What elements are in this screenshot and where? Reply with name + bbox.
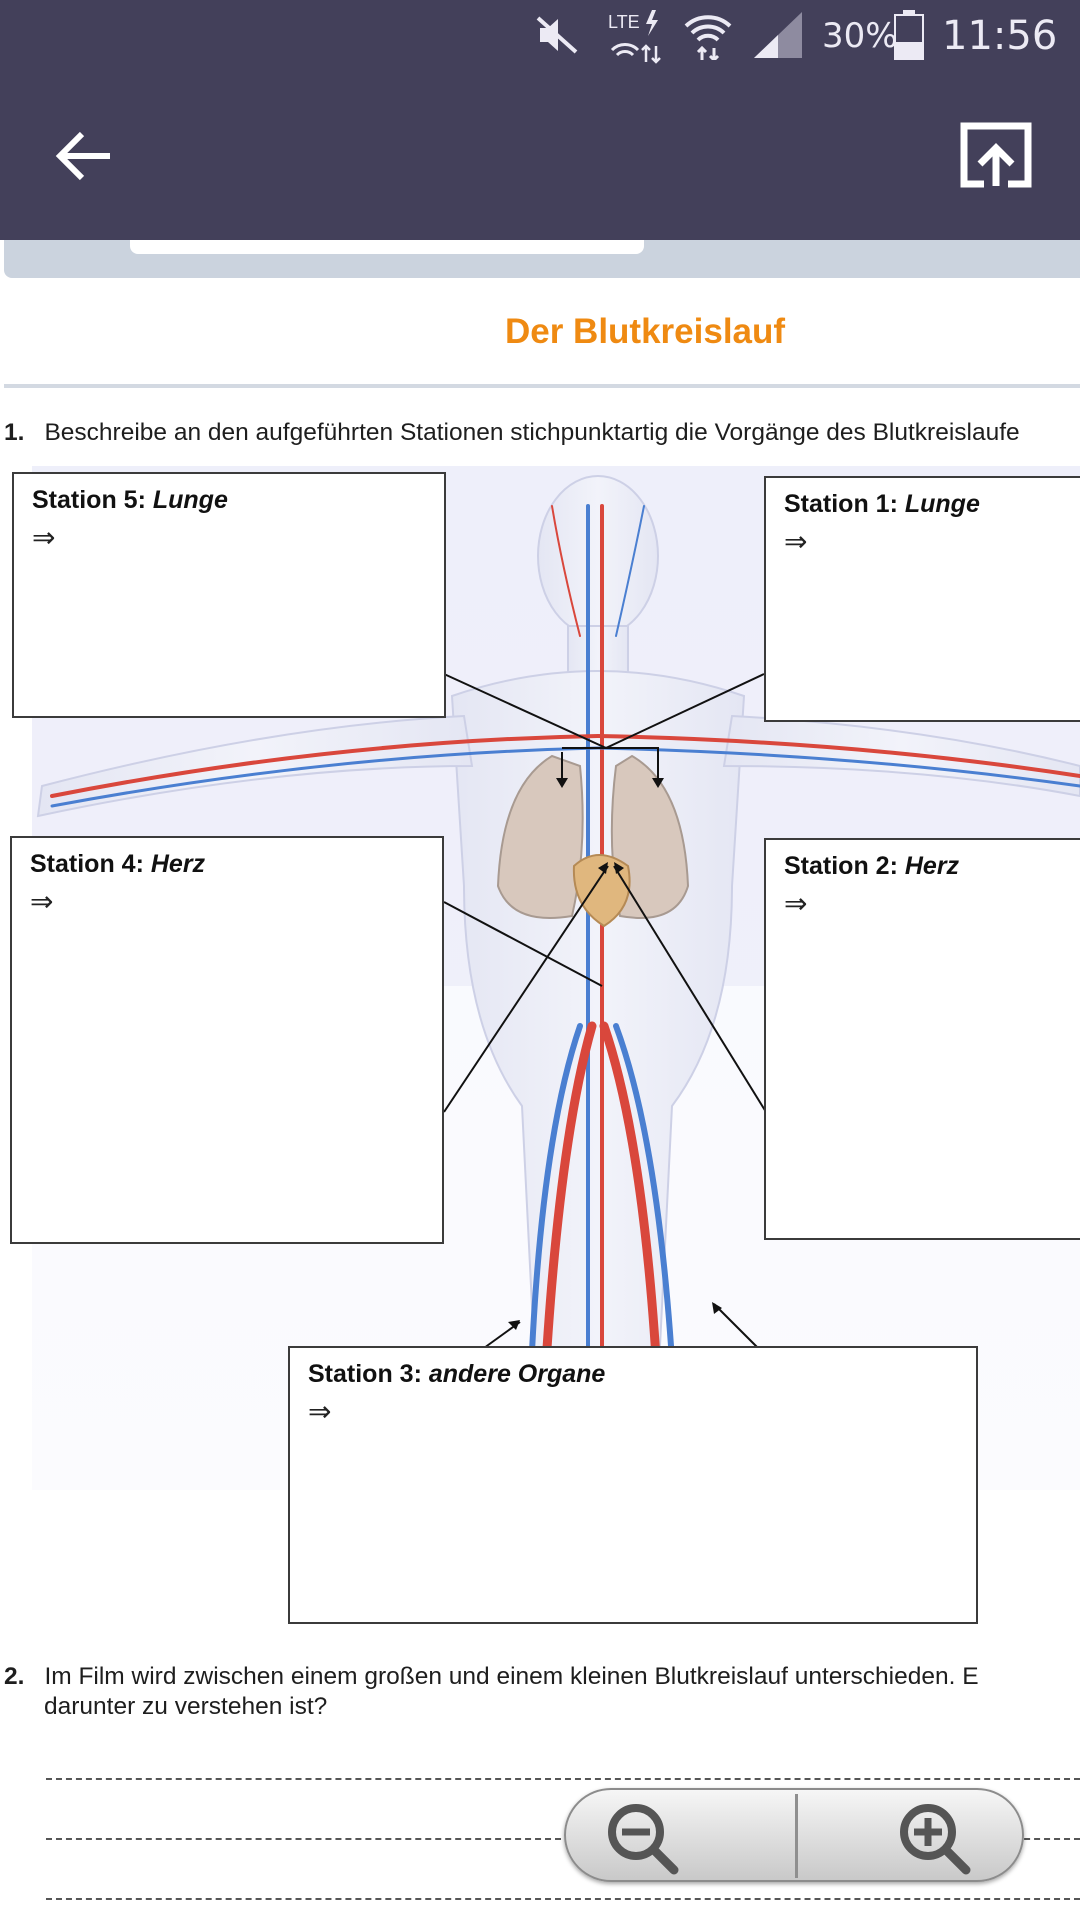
battery-icon bbox=[894, 10, 924, 60]
station-4-arrow: ⇒ bbox=[30, 885, 54, 918]
station-1-arrow: ⇒ bbox=[784, 525, 808, 558]
page-edge bbox=[4, 240, 1080, 278]
station-4-organ: Herz bbox=[150, 850, 206, 878]
document-title: Der Blutkreislauf bbox=[504, 312, 786, 351]
station-5-organ: Lunge bbox=[152, 486, 228, 514]
app-bar bbox=[0, 72, 1080, 240]
station-3-arrow: ⇒ bbox=[308, 1395, 332, 1428]
open-external-button[interactable] bbox=[958, 120, 1034, 190]
station-2-label: Station 2: bbox=[784, 852, 898, 880]
lungs bbox=[496, 754, 690, 919]
annotation-lines bbox=[443, 673, 767, 1349]
question-2-continuation: darunter zu verstehen ist? bbox=[44, 1693, 328, 1720]
zoom-control bbox=[564, 1788, 1024, 1882]
zoom-separator bbox=[795, 1794, 798, 1878]
mute-icon bbox=[536, 16, 578, 54]
signal-icon bbox=[754, 12, 802, 58]
station-3-organ: andere Organe bbox=[428, 1360, 606, 1388]
answer-line bbox=[46, 1838, 1080, 1840]
station-5-box: Station 5: Lunge ⇒ bbox=[12, 472, 446, 718]
question-1: 1.Beschreibe an den aufgeführten Station… bbox=[4, 419, 1020, 446]
station-4-label: Station 4: bbox=[30, 850, 144, 878]
station-1-box: Station 1: Lunge ⇒ bbox=[764, 476, 1080, 722]
station-3-label: Station 3: bbox=[308, 1360, 422, 1388]
zoom-out-icon bbox=[608, 1804, 679, 1875]
station-2-arrow: ⇒ bbox=[784, 887, 808, 920]
document-viewer[interactable]: Der Blutkreislauf 1.Beschreibe an den au… bbox=[0, 240, 1080, 1920]
station-2-organ: Herz bbox=[904, 852, 960, 880]
station-5-arrow: ⇒ bbox=[32, 521, 56, 554]
back-button[interactable] bbox=[54, 126, 114, 186]
clock: 11:56 bbox=[942, 13, 1058, 59]
zoom-out-button[interactable] bbox=[580, 1794, 780, 1878]
zoom-in-icon bbox=[900, 1804, 971, 1875]
battery-percent: 30% bbox=[822, 16, 898, 56]
station-4-box: Station 4: Herz ⇒ bbox=[10, 836, 444, 1244]
heart bbox=[572, 854, 631, 928]
wifi-icon bbox=[684, 15, 732, 60]
svg-text:LTE: LTE bbox=[608, 12, 640, 32]
connector-lines bbox=[443, 901, 603, 987]
arrow-left-icon bbox=[55, 131, 110, 181]
answer-line bbox=[46, 1898, 1080, 1900]
question-2: 2.Im Film wird zwischen einem großen und… bbox=[4, 1663, 979, 1690]
answer-line bbox=[46, 1778, 1080, 1780]
station-2-box: Station 2: Herz ⇒ bbox=[764, 838, 1080, 1240]
station-1-label: Station 1: bbox=[784, 490, 898, 518]
status-bar: LTE 30% 11:56 bbox=[0, 0, 1080, 72]
station-5-label: Station 5: bbox=[32, 486, 146, 514]
title-divider bbox=[4, 384, 1080, 388]
lte-icon: LTE bbox=[608, 10, 661, 64]
station-1-organ: Lunge bbox=[904, 490, 980, 518]
zoom-in-button[interactable] bbox=[812, 1794, 1012, 1878]
open-external-icon bbox=[960, 122, 1032, 188]
station-3-box: Station 3: andere Organe ⇒ bbox=[288, 1346, 978, 1624]
